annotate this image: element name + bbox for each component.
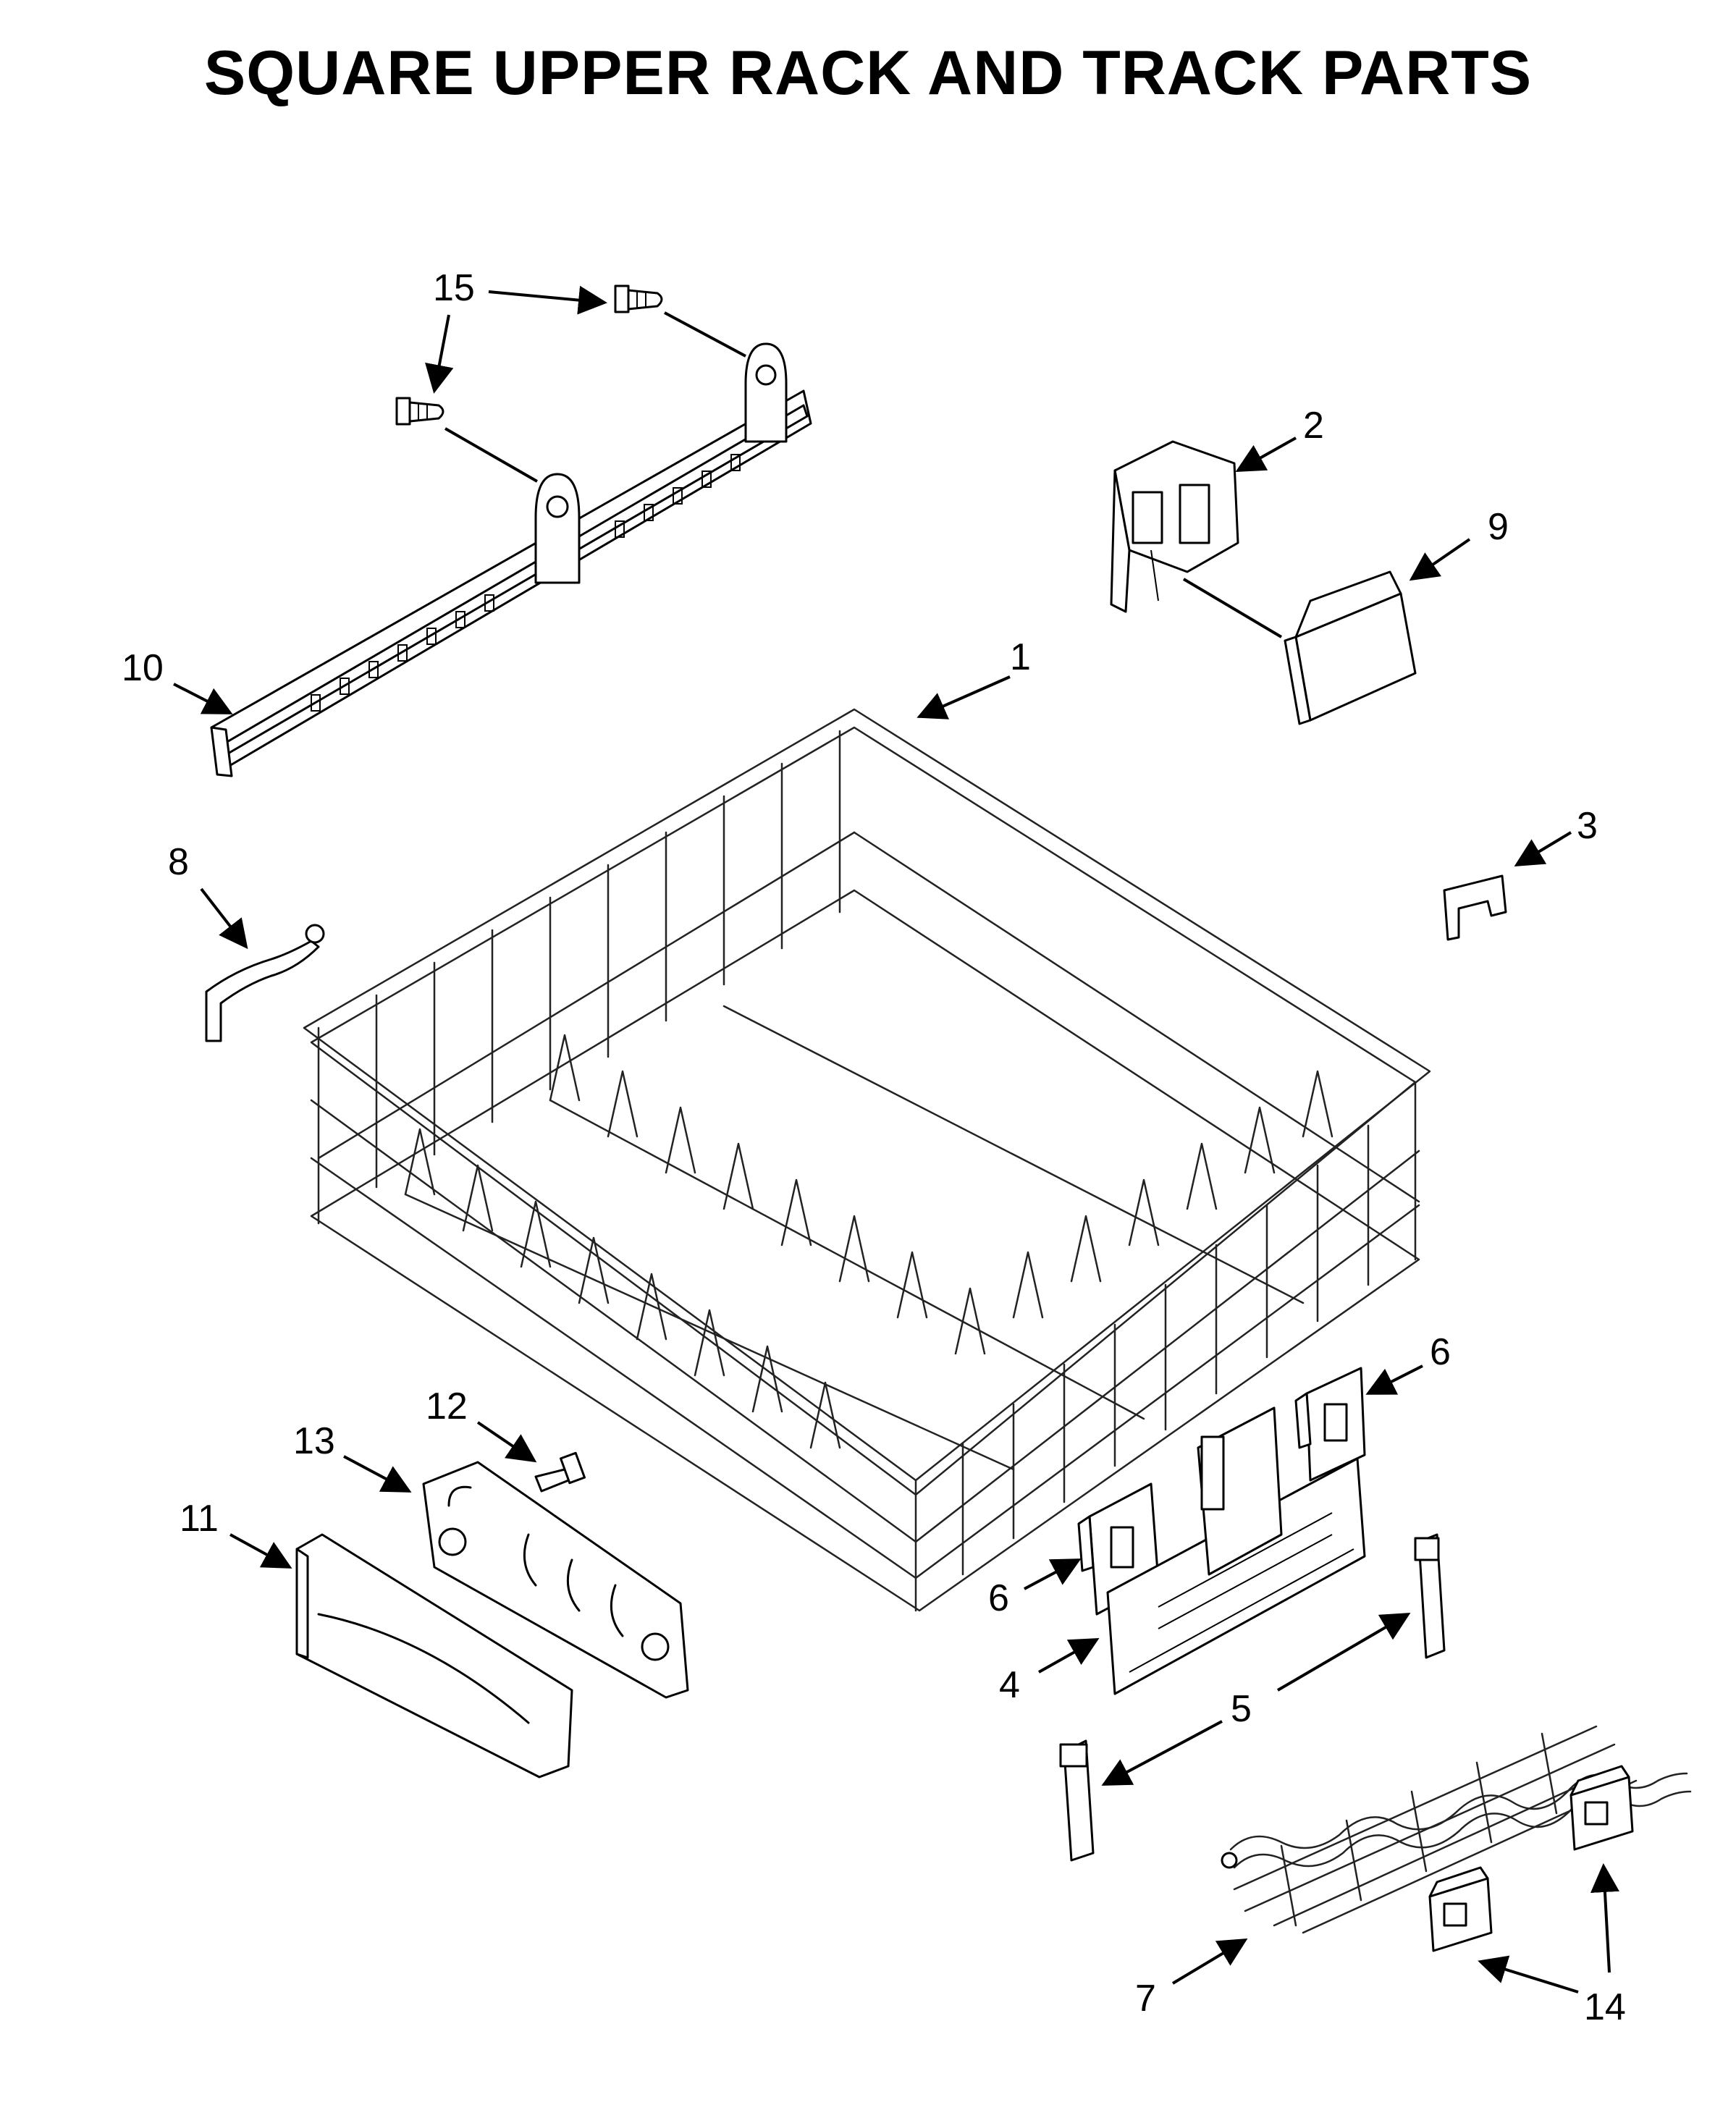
callout-10: 10: [122, 647, 164, 689]
handle-bracket-part-13[interactable]: [422, 1461, 689, 1699]
callout-4: 4: [999, 1664, 1020, 1706]
callout-6-upper: 6: [1430, 1331, 1451, 1373]
callout-8: 8: [168, 841, 189, 883]
diagram-title: SQUARE UPPER RACK AND TRACK PARTS: [203, 38, 1533, 108]
rail-part-5-left[interactable]: [1059, 1739, 1095, 1862]
upper-rack-part-1[interactable]: [303, 708, 1431, 1612]
clip-part-6-upper[interactable]: [1294, 1367, 1366, 1482]
callout-2: 2: [1303, 405, 1324, 447]
screw-part-15-rear[interactable]: [614, 284, 663, 313]
callout-7: 7: [1135, 1978, 1156, 2020]
clip-part-3[interactable]: [1443, 874, 1507, 941]
callout-3: 3: [1577, 805, 1598, 847]
clip-part-14-right[interactable]: [1569, 1765, 1634, 1851]
callout-13: 13: [293, 1420, 335, 1462]
cover-part-9[interactable]: [1284, 570, 1417, 725]
clip-part-14-left[interactable]: [1428, 1866, 1493, 1952]
track-rail-part-10[interactable]: [210, 342, 812, 777]
callout-9: 9: [1488, 506, 1509, 548]
callout-6-lower: 6: [988, 1577, 1009, 1619]
handle-part-11[interactable]: [295, 1533, 573, 1779]
rail-part-5-right[interactable]: [1414, 1533, 1446, 1659]
adjuster-part-4[interactable]: [1106, 1406, 1366, 1695]
bracket-part-2[interactable]: [1110, 440, 1239, 613]
callout-11: 11: [180, 1498, 219, 1540]
hook-part-8[interactable]: [205, 924, 325, 1042]
callout-5: 5: [1231, 1688, 1252, 1730]
callout-labels: 1 2 3 4 5 6 6 7 8 9 10 11 12 13 14 15: [122, 267, 1626, 2028]
callout-15: 15: [433, 267, 475, 309]
callout-1: 1: [1010, 636, 1031, 678]
callout-14: 14: [1584, 1986, 1626, 2028]
screw-part-12[interactable]: [534, 1451, 586, 1493]
leader-lines: [173, 285, 1619, 1993]
callout-12: 12: [426, 1385, 468, 1427]
screw-part-15-front[interactable]: [395, 397, 444, 426]
